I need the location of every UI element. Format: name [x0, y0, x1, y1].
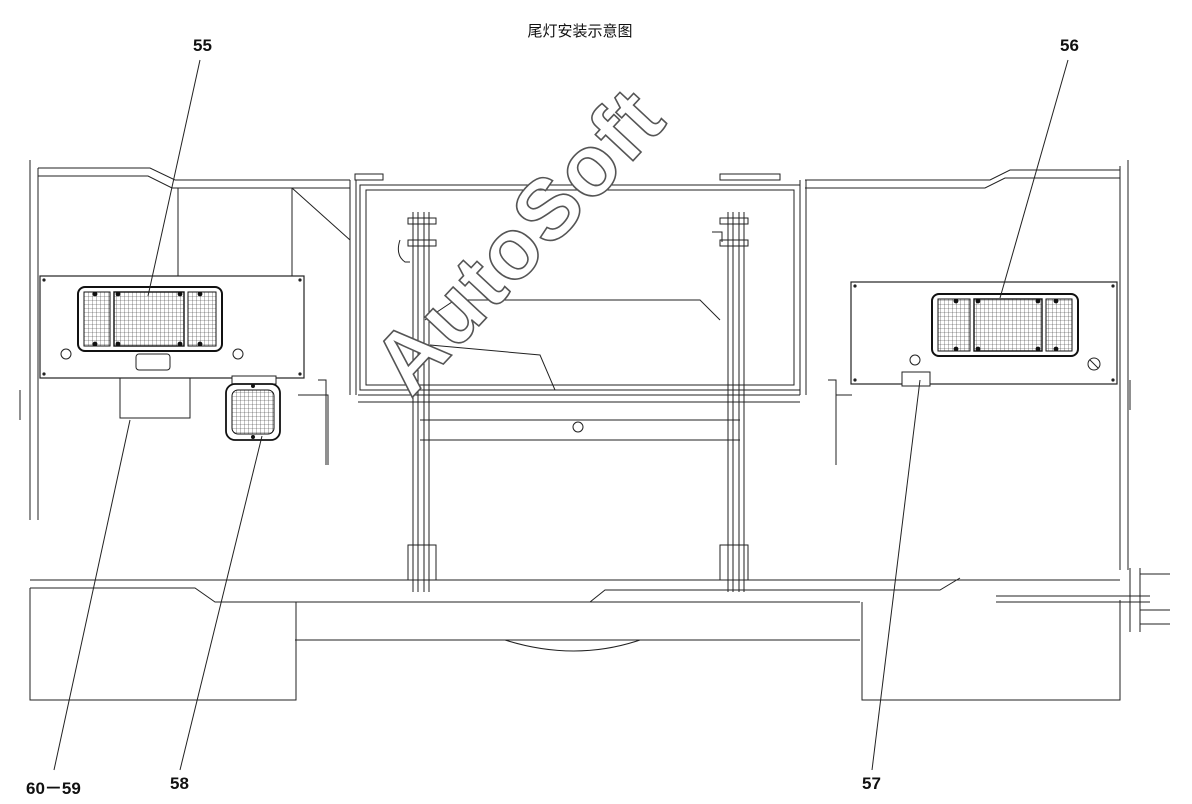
leader-57 [871, 379, 921, 771]
left-tail-lamp [77, 286, 223, 352]
license-plate-lamp-bracket [119, 377, 191, 419]
leader-60-59 [53, 419, 131, 771]
leader-58 [179, 435, 263, 771]
callout-58: 58 [170, 774, 189, 793]
leader-lines [53, 59, 1069, 771]
callout-57: 57 [862, 774, 881, 793]
reverse-lamp [225, 375, 281, 441]
callout-60-59: 60－59 [26, 779, 81, 798]
right-tail-lamp [931, 293, 1079, 357]
leader-56 [999, 59, 1069, 299]
vehicle-frame [19, 160, 1170, 701]
callout-56: 56 [1060, 36, 1079, 55]
right-small-lamp [901, 371, 952, 387]
callout-55: 55 [193, 36, 212, 55]
leader-55 [147, 59, 201, 297]
diagram-title: 尾灯安装示意图 [527, 22, 633, 40]
